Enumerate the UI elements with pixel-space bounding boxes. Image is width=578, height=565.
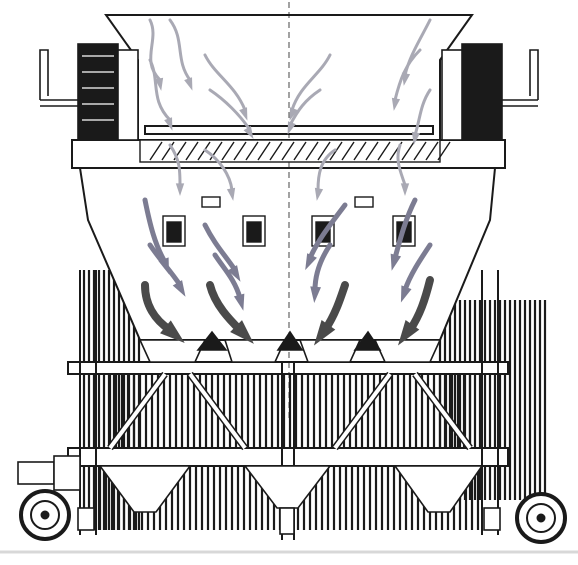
arrow-head [401, 72, 411, 86]
arrow-head [314, 187, 324, 201]
grate-bar [161, 141, 175, 161]
arrow-head [233, 293, 245, 311]
air-flow-arrow-icon [288, 88, 322, 127]
grate-bar [437, 141, 451, 161]
air-flow-arrow-icon [148, 58, 172, 122]
arrow-head [391, 97, 401, 111]
arrow-head [226, 187, 236, 201]
arrow-head [287, 121, 296, 135]
air-flow-arrow-icon [168, 143, 182, 187]
arrow-head [400, 285, 412, 303]
air-flow-arrow-icon [142, 197, 168, 265]
arrow-head [289, 107, 298, 121]
arrow-head [400, 183, 410, 196]
air-flow-arrow-icon [208, 88, 252, 132]
inspection-plates [201, 196, 374, 208]
dryer-body [71, 139, 506, 341]
arrow-head [154, 77, 164, 91]
arrow-head [184, 77, 193, 91]
air-flow-arrow-icon [203, 148, 234, 192]
grate-bar [221, 141, 235, 161]
right-wheel [515, 492, 567, 544]
side-burner-box [17, 455, 81, 491]
grate-bar [377, 141, 391, 161]
grate-bar [257, 141, 271, 161]
grate-bar [149, 141, 163, 161]
arrow-head [397, 320, 420, 346]
air-flow-arrow-icon [290, 53, 332, 112]
right-fan-housing [441, 43, 539, 141]
grate-bar [341, 141, 355, 161]
hatched-grate [139, 139, 451, 163]
arrow-head [175, 183, 185, 196]
air-flow-arrows [141, 18, 434, 346]
arrow-head [239, 107, 248, 121]
grate-bar [245, 141, 259, 161]
grate-bar [401, 141, 415, 161]
air-flow-arrow-icon [402, 242, 433, 293]
grate-bar [233, 141, 247, 161]
air-flow-arrow-icon [392, 197, 418, 261]
bottom-funnels [77, 465, 501, 535]
arrow-head [411, 131, 421, 145]
arrow-head [243, 126, 254, 140]
air-flow-arrow-icon [168, 18, 192, 82]
arrow-head [390, 253, 402, 271]
grate-bar [317, 141, 331, 161]
air-flow-arrow-icon [312, 242, 333, 293]
air-flow-arrow-icon [307, 202, 348, 261]
left-fan-housing [39, 43, 139, 141]
air-flow-arrow-icon [403, 18, 432, 77]
flow-chutes [138, 330, 442, 363]
air-flow-arrow-icon [396, 143, 407, 187]
arrow-head [160, 320, 185, 343]
arrow-head [305, 253, 317, 271]
air-flow-arrow-icon [203, 53, 247, 112]
fan-housing-icon [82, 55, 114, 121]
arrow-head [172, 280, 186, 297]
grate-bar [365, 141, 379, 161]
grate-bar [305, 141, 319, 161]
air-flow-arrow-icon [202, 222, 238, 273]
air-flow-arrow-icon [147, 242, 183, 288]
grate-bar [281, 141, 295, 161]
grate-bar [269, 141, 283, 161]
air-flow-arrow-icon [413, 88, 432, 137]
air-flow-arrow-icon [212, 252, 243, 301]
grate-bar [293, 141, 307, 161]
arrow-head [164, 117, 173, 131]
arrow-head [230, 320, 254, 344]
arrow-head [310, 286, 321, 303]
inspection-door-icon [162, 215, 416, 247]
arrow-head [227, 265, 241, 282]
wheel-icon [19, 489, 71, 541]
grate-bar [353, 141, 367, 161]
grate-bar [425, 141, 439, 161]
grate-bar [413, 141, 427, 161]
air-flow-arrow-icon [316, 148, 337, 192]
grate-bar [185, 141, 199, 161]
arrow-head [313, 320, 336, 346]
